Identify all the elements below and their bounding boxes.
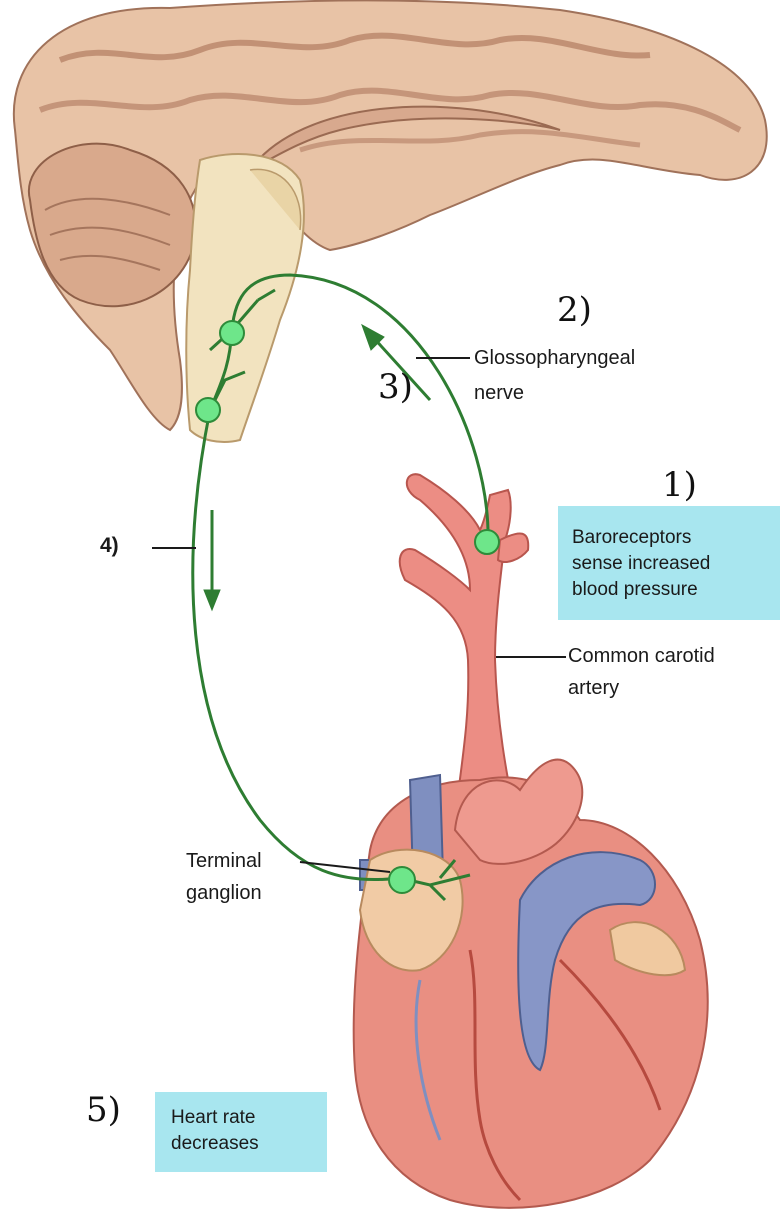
step-4-number: 4) — [100, 534, 119, 558]
terminal-ganglion-node — [389, 867, 415, 893]
ganglion-label-line1: Terminal — [186, 850, 262, 873]
heart-line2: decreases — [171, 1132, 259, 1156]
step-1-number: 1) — [662, 465, 697, 505]
baroreceptor-node — [475, 530, 499, 554]
baro-line2: sense increased — [572, 552, 710, 576]
baro-line3: blood pressure — [572, 578, 698, 602]
heart-line1: Heart rate — [171, 1106, 255, 1130]
artery-label-line1: Common carotid — [568, 645, 715, 668]
brainstem-node-upper — [220, 321, 244, 345]
step-2-number: 2) — [557, 290, 592, 330]
step-5-number: 5) — [86, 1090, 121, 1130]
brainstem-node-lower — [196, 398, 220, 422]
nerve-label-line2: nerve — [474, 382, 524, 405]
ganglion-label-line2: ganglion — [186, 882, 262, 905]
heart-rate-box: Heart rate decreases — [155, 1092, 327, 1172]
heart-illustration — [354, 760, 708, 1208]
artery-label-line2: artery — [568, 677, 619, 700]
nerve-label-line1: Glossopharyngeal — [474, 347, 635, 370]
efferent-arrowhead-icon — [204, 590, 220, 610]
baroreceptor-box: Baroreceptors sense increased blood pres… — [558, 506, 780, 620]
baro-line1: Baroreceptors — [572, 526, 691, 550]
step-3-number: 3) — [378, 367, 413, 407]
